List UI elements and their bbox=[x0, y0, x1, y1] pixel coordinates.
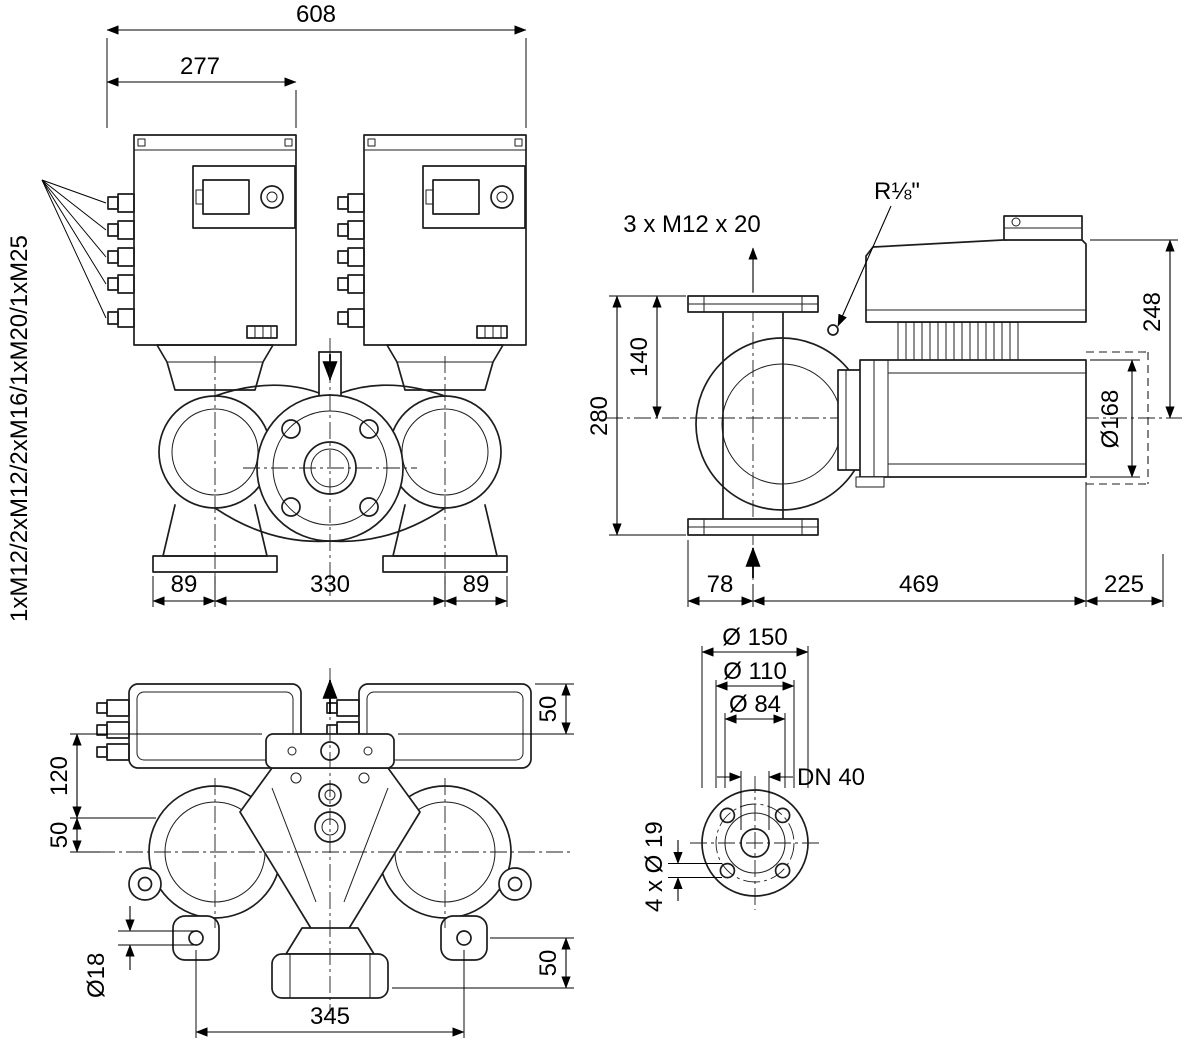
pump-unit-left bbox=[107, 134, 297, 585]
dim-225: 225 bbox=[1104, 571, 1144, 598]
flange-dimensions: Ø 150 Ø 110 Ø 84 DN 40 4 x Ø 19 bbox=[641, 624, 865, 912]
dim-78: 78 bbox=[707, 571, 734, 598]
cable-glands-label: 1xM12/2xM12/2xM16/1xM20/1xM25 bbox=[6, 235, 33, 622]
dim-330: 330 bbox=[310, 571, 350, 598]
foot-hole-right bbox=[456, 930, 472, 946]
dim-dia84: Ø 84 bbox=[729, 691, 781, 718]
dim-248: 248 bbox=[1139, 292, 1166, 332]
front-view-dimensions: 608 277 89 330 89 bbox=[106, 1, 527, 607]
motor-body bbox=[859, 359, 1087, 478]
dim-dn40: DN 40 bbox=[797, 764, 865, 791]
dim-120: 120 bbox=[46, 756, 73, 796]
bolt-spec-label: 3 x M12 x 20 bbox=[623, 211, 760, 238]
dim-280: 280 bbox=[586, 396, 613, 436]
dim-4xdia19: 4 x Ø 19 bbox=[641, 821, 668, 912]
side-view: 3 x M12 x 20 R⅛" 140 280 248 Ø168 bbox=[586, 178, 1182, 607]
electronics-module bbox=[865, 235, 1087, 323]
dim-dia18: Ø18 bbox=[83, 953, 110, 998]
flange-bore bbox=[740, 828, 770, 858]
plug-thread-label: R⅛" bbox=[874, 178, 920, 205]
bolt-circle bbox=[715, 803, 795, 883]
gland-callout-lines bbox=[41, 179, 107, 319]
dim-50-bottom: 50 bbox=[535, 950, 562, 977]
cooling-fins bbox=[905, 322, 1011, 360]
dim-140: 140 bbox=[626, 337, 653, 377]
dim-50-top: 50 bbox=[535, 696, 562, 723]
dim-469: 469 bbox=[899, 571, 939, 598]
dim-277: 277 bbox=[180, 53, 220, 80]
top-view-dimensions: 50 120 50 Ø18 50 345 bbox=[46, 683, 574, 1038]
flange-detail-view: Ø 150 Ø 110 Ø 84 DN 40 4 x Ø 19 bbox=[641, 624, 865, 912]
foot-hole-left bbox=[188, 930, 204, 946]
dim-dia110: Ø 110 bbox=[723, 658, 787, 685]
dim-dia168: Ø168 bbox=[1097, 390, 1124, 449]
dim-50-left: 50 bbox=[46, 822, 73, 849]
top-view: 50 120 50 Ø18 50 345 bbox=[46, 668, 574, 1038]
drain-plug bbox=[827, 324, 839, 336]
flange-outer bbox=[701, 789, 809, 897]
front-view: 1xM12/2xM12/2xM16/1xM20/1xM25 608 277 89… bbox=[6, 1, 527, 622]
side-view-dimensions: 140 280 248 Ø168 78 469 225 bbox=[586, 239, 1178, 607]
dim-89-right: 89 bbox=[463, 571, 490, 598]
dim-608: 608 bbox=[296, 1, 336, 28]
dim-dia150: Ø 150 bbox=[722, 624, 787, 651]
dim-89-left: 89 bbox=[171, 571, 198, 598]
dim-345: 345 bbox=[310, 1003, 350, 1030]
